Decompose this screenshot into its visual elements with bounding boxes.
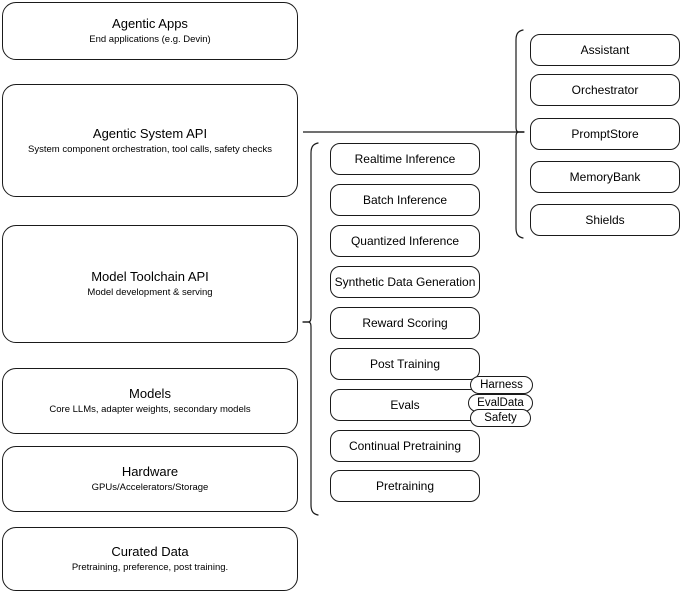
evals-pill-evaldata[interactable]: EvalData <box>468 394 533 412</box>
system-item-shields[interactable]: Shields <box>530 204 680 236</box>
layer-title: Model Toolchain API <box>91 269 209 284</box>
layer-subtitle: GPUs/Accelerators/Storage <box>91 482 209 493</box>
toolchain-bracket-upper <box>302 142 319 323</box>
system-bracket-lower <box>515 131 525 239</box>
layer-title: Curated Data <box>111 544 189 559</box>
evals-pill-harness[interactable]: Harness <box>470 376 533 394</box>
toolchain-item-synthetic-data-generation[interactable]: Synthetic Data Generation <box>330 266 480 298</box>
system-item-promptstore[interactable]: PromptStore <box>530 118 680 150</box>
layer-title: Hardware <box>121 464 179 479</box>
layer-subtitle: Model development & serving <box>87 287 213 298</box>
layer-title: Agentic Apps <box>112 16 188 31</box>
layer-subtitle: Pretraining, preference, post training. <box>71 562 229 573</box>
toolchain-item-quantized-inference[interactable]: Quantized Inference <box>330 225 480 257</box>
toolchain-item-reward-scoring[interactable]: Reward Scoring <box>330 307 480 339</box>
system-item-orchestrator[interactable]: Orchestrator <box>530 74 680 106</box>
layer-subtitle: System component orchestration, tool cal… <box>28 143 272 155</box>
layer-box-curated-data[interactable]: Curated Data Pretraining, preference, po… <box>2 527 298 591</box>
layer-box-hardware[interactable]: Hardware GPUs/Accelerators/Storage <box>2 446 298 512</box>
system-item-memorybank[interactable]: MemoryBank <box>530 161 680 193</box>
system-item-assistant[interactable]: Assistant <box>530 34 680 66</box>
system-bracket-upper <box>515 29 525 133</box>
toolchain-item-post-training[interactable]: Post Training <box>330 348 480 380</box>
evals-pill-safety[interactable]: Safety <box>470 409 531 427</box>
layer-title: Models <box>129 386 171 401</box>
toolchain-item-pretraining[interactable]: Pretraining <box>330 470 480 502</box>
toolchain-item-continual-pretraining[interactable]: Continual Pretraining <box>330 430 480 462</box>
layer-box-model-toolchain-api[interactable]: Model Toolchain API Model development & … <box>2 225 298 343</box>
toolchain-item-realtime-inference[interactable]: Realtime Inference <box>330 143 480 175</box>
layer-box-agentic-apps[interactable]: Agentic Apps End applications (e.g. Devi… <box>2 2 298 60</box>
toolchain-item-evals[interactable]: Evals <box>330 389 480 421</box>
layer-title: Agentic System API <box>92 125 208 141</box>
layer-subtitle: Core LLMs, adapter weights, secondary mo… <box>49 404 251 415</box>
layer-box-agentic-system-api[interactable]: Agentic System API System component orch… <box>2 84 298 197</box>
toolchain-bracket-lower <box>302 321 319 516</box>
toolchain-item-batch-inference[interactable]: Batch Inference <box>330 184 480 216</box>
layer-subtitle: End applications (e.g. Devin) <box>89 34 211 45</box>
layer-box-models[interactable]: Models Core LLMs, adapter weights, secon… <box>2 368 298 434</box>
